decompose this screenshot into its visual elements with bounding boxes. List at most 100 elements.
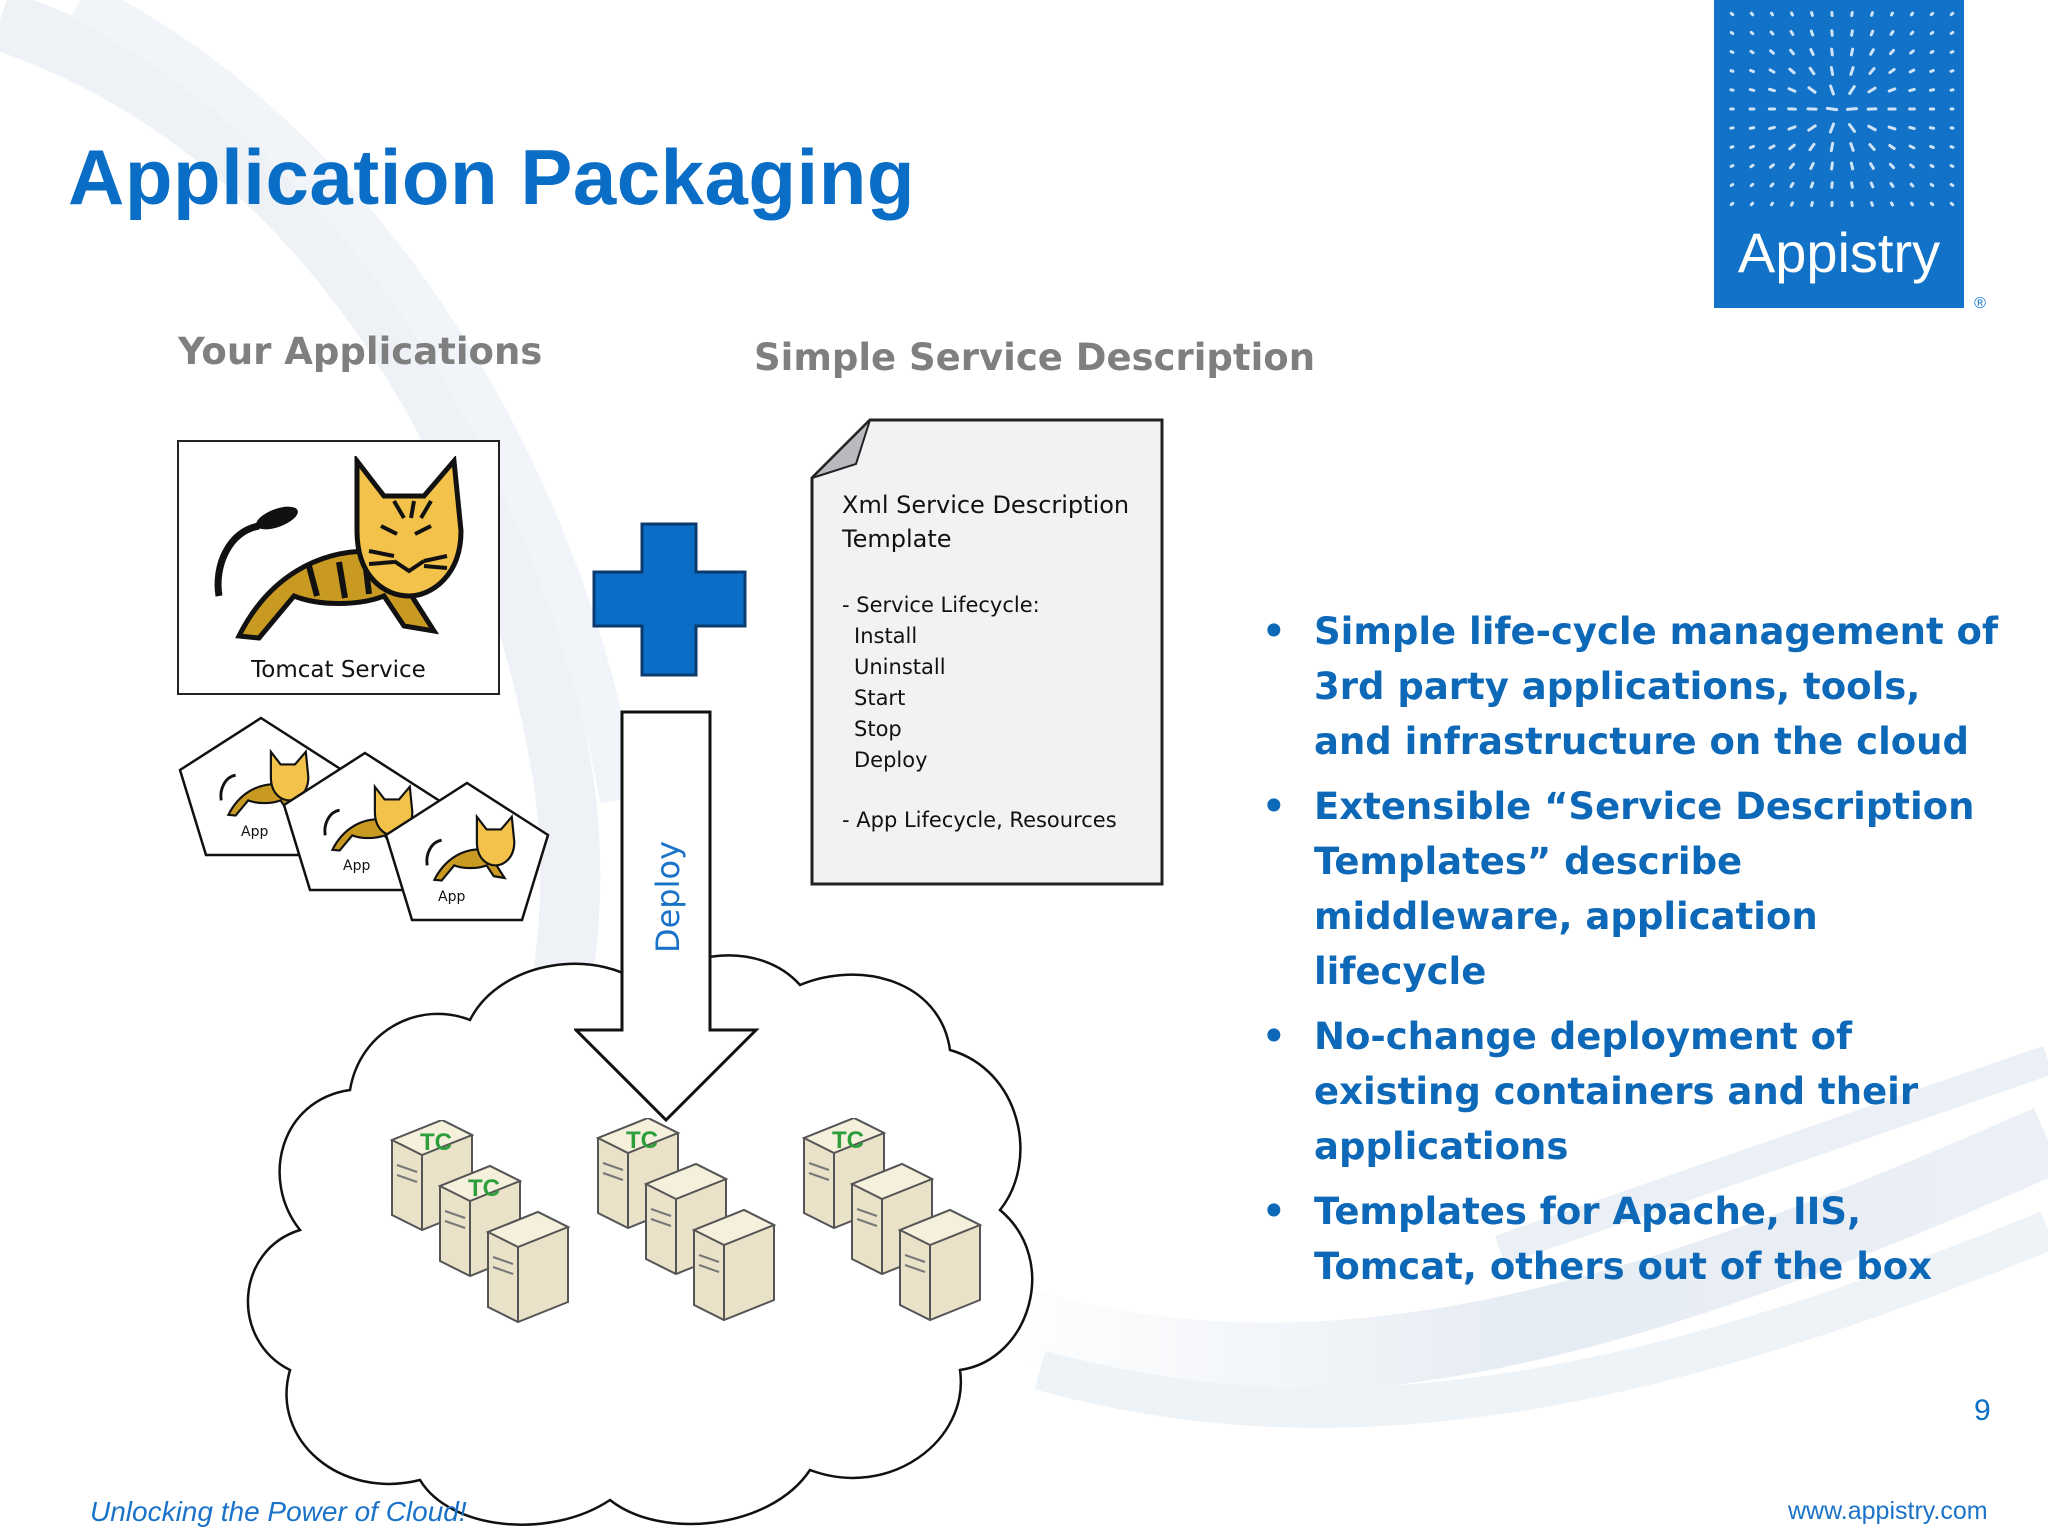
logo-dot — [1909, 30, 1915, 36]
plus-icon — [592, 522, 747, 677]
logo-dot — [1929, 182, 1935, 188]
logo-dot — [1849, 47, 1855, 57]
logo-dot — [1929, 11, 1935, 17]
logo-dot — [1908, 125, 1916, 131]
doc-line: Start — [854, 686, 906, 710]
logo-dot — [1749, 30, 1755, 36]
doc-line: Uninstall — [854, 655, 946, 679]
logo-dot — [1729, 69, 1735, 73]
cloud-shape — [246, 954, 1034, 1526]
logo-dot — [1829, 141, 1835, 153]
logo-dot — [1810, 201, 1814, 207]
logo-dot — [1888, 143, 1896, 151]
logo-dot-pattern — [1729, 10, 1955, 208]
logo-dot — [1729, 50, 1735, 54]
logo-dot — [1928, 88, 1936, 92]
logo-dot — [1949, 182, 1955, 188]
logo-dot — [1788, 162, 1796, 170]
bullet-item: •Extensible “Service Description Templat… — [1262, 779, 2002, 999]
bullet-item: • Templates for Apache, IIS, Tomcat, othe… — [1262, 1184, 2002, 1294]
logo-dot — [1928, 126, 1936, 130]
logo-dot — [1809, 48, 1815, 56]
logo-dot — [1909, 11, 1915, 17]
logo-dot — [1789, 29, 1795, 37]
tomcat-service-label: Tomcat Service — [251, 657, 426, 683]
logo-dot — [1809, 29, 1815, 37]
bullet-text: Templates for Apache, IIS, Tomcat, other… — [1314, 1190, 1933, 1288]
logo-dot — [1845, 107, 1859, 111]
logo-dot — [1810, 11, 1814, 17]
logo-dot — [1869, 29, 1875, 37]
logo-dot — [1929, 201, 1935, 207]
logo-dot — [1729, 30, 1735, 36]
logo-dot — [1949, 201, 1955, 207]
logo-dot — [1729, 201, 1735, 207]
server-tag: TC — [626, 1127, 658, 1154]
logo-dot — [1929, 68, 1935, 74]
doc-line: Stop — [854, 717, 902, 741]
logo-dot — [1829, 84, 1835, 96]
logo-dot — [1887, 87, 1897, 93]
logo-dot — [1769, 30, 1775, 36]
tomcat-service-box: Tomcat Service — [177, 440, 500, 695]
bullet-text: Simple life-cycle management of 3rd part… — [1314, 610, 1999, 763]
appistry-logo: Appistry ® — [1714, 0, 1986, 312]
app-badge-3 — [384, 781, 550, 922]
server-tag: TC — [832, 1127, 864, 1154]
logo-dot — [1929, 144, 1935, 150]
logo-dot — [1869, 48, 1875, 56]
logo-dot — [1830, 161, 1834, 171]
doc-line: Install — [854, 624, 918, 648]
logo-dot — [1788, 143, 1796, 151]
logo-dot — [1929, 49, 1935, 55]
logo-dot — [1807, 124, 1817, 132]
bullet-item: • Simple life-cycle management of 3rd par… — [1262, 604, 2002, 769]
logo-dot — [1888, 67, 1896, 75]
doc-line: Deploy — [854, 748, 928, 772]
footer-website: www.appistry.com — [1788, 1497, 1988, 1525]
logo-dot — [1787, 87, 1797, 93]
bullet-dot-icon: • — [1262, 1015, 1286, 1058]
logo-dot — [1908, 144, 1916, 150]
logo-dot — [1908, 68, 1916, 74]
logo-dot — [1769, 49, 1775, 55]
doc-footer: - App Lifecycle, Resources — [842, 808, 1117, 832]
logo-dot — [1769, 201, 1775, 207]
logo-dot — [1807, 86, 1817, 94]
logo-dot — [1809, 161, 1815, 171]
logo-dot — [1848, 85, 1856, 95]
logo-dot — [1949, 30, 1955, 36]
logo-dot — [1867, 86, 1877, 94]
logo-dot — [1889, 30, 1895, 36]
logo-dot — [1808, 66, 1816, 76]
doc-line: - Service Lifecycle: — [842, 593, 1040, 617]
logo-dot — [1949, 145, 1955, 149]
logo-dot — [1768, 68, 1776, 74]
deploy-label: Deploy — [649, 840, 687, 954]
logo-dot — [1949, 50, 1955, 54]
logo-dot — [1949, 164, 1955, 168]
logo-dot — [1929, 30, 1935, 36]
slide-title: Application Packaging — [68, 133, 915, 221]
server-tag: TC — [468, 1175, 500, 1202]
logo-dot — [1909, 182, 1915, 188]
doc-title: Xml Service Description Template — [842, 491, 1130, 553]
logo-dot — [1849, 142, 1855, 152]
logo-dot — [1729, 11, 1735, 17]
server-group-1: TC TC — [389, 1120, 571, 1324]
logo-dot — [1768, 125, 1776, 131]
logo-dot — [1789, 48, 1795, 56]
bullet-dot-icon: • — [1262, 1190, 1286, 1233]
logo-dot — [1889, 48, 1895, 56]
logo-trademark: ® — [1974, 295, 1986, 312]
page-number: 9 — [1974, 1394, 1991, 1427]
logo-dot — [1749, 11, 1755, 17]
logo-dot — [1909, 49, 1915, 55]
logo-dot — [1889, 201, 1895, 207]
logo-dot — [1788, 67, 1796, 75]
logo-dot — [1868, 67, 1876, 75]
logo-dot — [1829, 65, 1835, 77]
logo-dot — [1889, 182, 1895, 188]
logo-dot — [1769, 182, 1775, 188]
bullet-dot-icon: • — [1262, 610, 1286, 653]
